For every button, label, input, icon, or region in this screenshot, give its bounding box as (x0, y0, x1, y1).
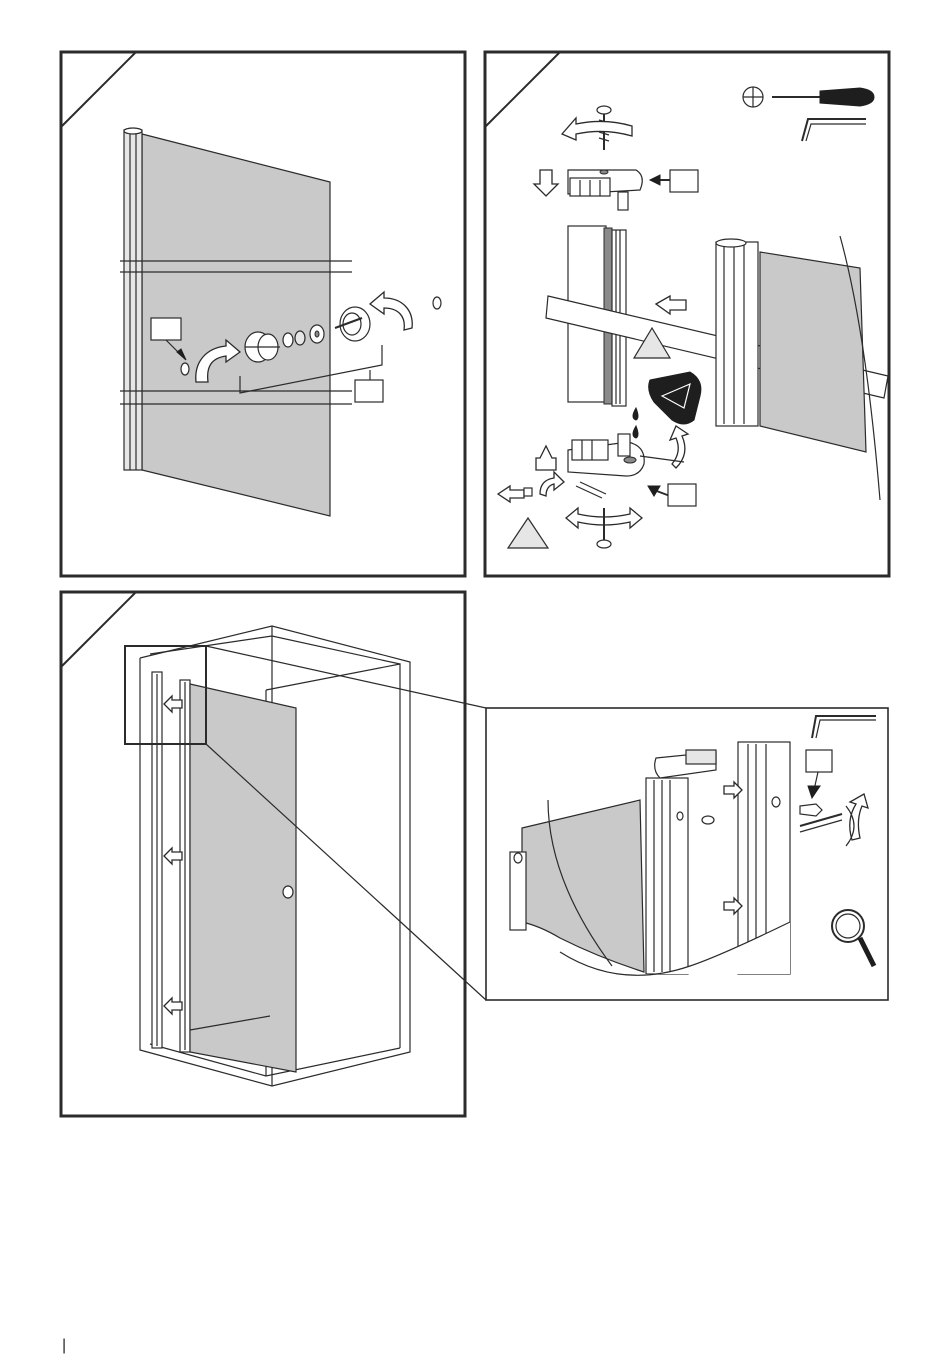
panel-zoom-detail (486, 708, 888, 1000)
door-hinge-profile (716, 242, 758, 426)
panel-hinge-assembly (485, 52, 889, 576)
part-callout-box (355, 380, 383, 402)
part-callout-box (151, 318, 181, 340)
profile-slot (702, 816, 714, 824)
door-knob (283, 886, 293, 898)
part-callout-box (670, 170, 698, 192)
hinge-profile (124, 130, 142, 470)
washer (283, 333, 293, 347)
part-callout-box (668, 484, 696, 506)
panel-installed-enclosure (61, 592, 465, 1116)
side-hinge (510, 852, 526, 930)
door-hinge-profile (646, 778, 688, 974)
part-callout-box (806, 750, 832, 772)
glass-door-panel (760, 252, 866, 452)
footer-page-mark: | (62, 1337, 66, 1354)
panel-knob-assembly (61, 52, 465, 576)
